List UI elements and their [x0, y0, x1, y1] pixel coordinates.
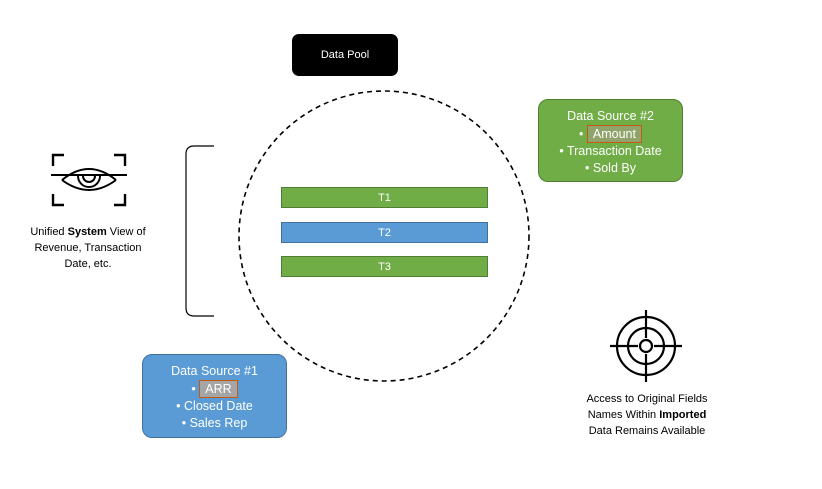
left-bracket [185, 145, 214, 317]
target-icon [610, 310, 682, 382]
data-source-1-field: Closed Date [184, 399, 253, 413]
caption-text: Unified [30, 226, 68, 238]
data-source-1-box: Data Source #1 • ARR • Closed Date • Sal… [142, 354, 287, 438]
data-pool-circle [238, 90, 530, 382]
bullet: • [579, 127, 584, 141]
data-source-1-field: Sales Rep [189, 416, 248, 430]
caption-bold-text: System [67, 226, 107, 238]
bullet: • [191, 382, 196, 396]
caption-text: View of [106, 226, 146, 238]
access-caption: Access to Original Fields Names Within I… [562, 391, 732, 439]
data-source-2-field-row: • Amount [539, 125, 682, 143]
table-bar-t3: T3 [281, 256, 488, 277]
bullet: • [559, 144, 564, 158]
data-source-2-field-highlighted: Amount [586, 125, 642, 143]
unified-view-caption: Unified System View of Revenue, Transact… [20, 224, 156, 272]
caption-line: Date, etc. [64, 258, 112, 270]
data-source-2-title: Data Source #2 [567, 109, 654, 123]
data-source-2-field: Sold By [592, 161, 636, 175]
data-source-1-field-row: • ARR [143, 380, 286, 398]
table-label-t3: T3 [378, 260, 391, 273]
table-label-t2: T2 [378, 226, 391, 239]
data-pool-text: Data Pool [320, 49, 370, 61]
eye-scan-icon [51, 153, 127, 207]
caption-text: Names Within [587, 409, 660, 421]
data-source-2-field-row: • Transaction Date [539, 143, 682, 160]
data-source-1-field-row: • Closed Date [143, 398, 286, 415]
caption-line: Revenue, Transaction [34, 242, 142, 254]
table-bar-t2: T2 [281, 222, 488, 243]
table-label-t1: T1 [378, 191, 391, 204]
bullet: • [585, 161, 590, 175]
data-source-2-field: Transaction Date [566, 144, 662, 158]
data-source-2-box: Data Source #2 • Amount • Transaction Da… [538, 99, 683, 182]
caption-line: Data Remains Available [588, 425, 706, 437]
data-source-2-field-row: • Sold By [539, 160, 682, 177]
data-source-1-title: Data Source #1 [171, 364, 258, 378]
data-source-1-field-highlighted: ARR [199, 380, 238, 398]
bullet: • [176, 399, 181, 413]
data-source-1-field-row: • Sales Rep [143, 415, 286, 432]
data-pool-label: Data Pool [292, 34, 398, 76]
table-bar-t1: T1 [281, 187, 488, 208]
bullet: • [181, 416, 187, 430]
caption-line: Access to Original Fields [586, 393, 708, 405]
caption-bold-text: Imported [659, 409, 707, 421]
